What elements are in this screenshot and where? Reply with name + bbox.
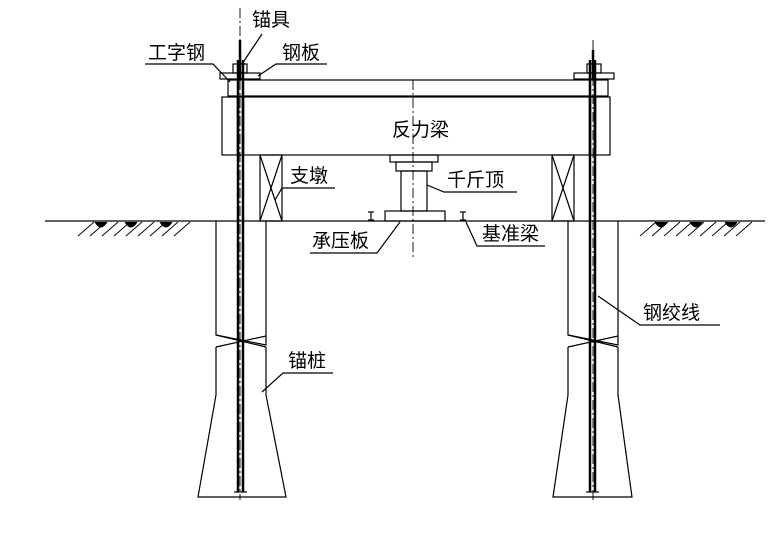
right-anchor-pile xyxy=(552,221,633,498)
right-support-pier xyxy=(551,154,575,222)
label-jack: 千斤顶 xyxy=(447,169,504,191)
reference-beam-markers xyxy=(368,211,466,221)
ground-hatch-right xyxy=(639,221,753,237)
label-steel-strand: 钢绞线 xyxy=(643,302,700,324)
right-steel-strand xyxy=(586,60,599,493)
right-anchor-device xyxy=(573,50,615,80)
label-i-beam: 工字钢 xyxy=(148,42,205,64)
label-bearing-plate: 承压板 xyxy=(312,230,369,252)
left-anchor-pile xyxy=(197,221,287,498)
ground-hatch-left xyxy=(77,221,191,237)
bearing-plate xyxy=(384,210,446,222)
left-anchor-device xyxy=(219,40,261,80)
jack xyxy=(389,154,439,212)
label-anchor-device: 锚具 xyxy=(252,9,290,31)
leader-lines xyxy=(145,33,720,393)
label-reference-beam: 基准梁 xyxy=(482,223,539,245)
label-support-pier: 支墩 xyxy=(290,165,328,187)
i-beam xyxy=(227,79,609,97)
label-steel-plate: 钢板 xyxy=(282,42,320,64)
left-support-pier xyxy=(259,154,283,222)
left-steel-strand xyxy=(234,60,247,493)
label-reaction-beam: 反力梁 xyxy=(392,119,449,141)
label-anchor-pile: 锚桩 xyxy=(288,350,326,372)
